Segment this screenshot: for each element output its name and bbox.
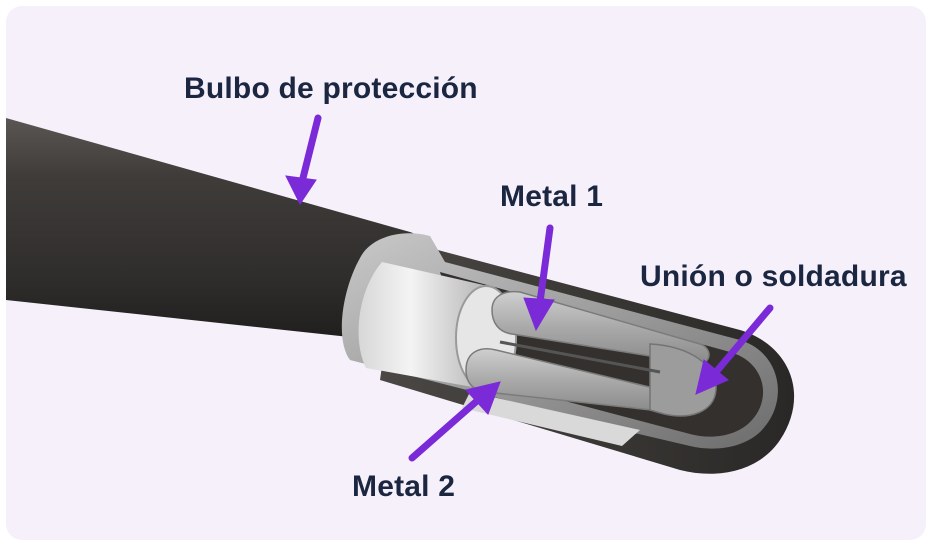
label-metal-1: Metal 1 (500, 180, 604, 213)
label-metal-2: Metal 2 (352, 470, 456, 503)
arrow-union (695, 304, 774, 395)
insulator-cylinder (358, 262, 488, 388)
label-union-o-soldadura: Unión o soldadura (640, 260, 907, 293)
wire-gap (499, 340, 661, 374)
junction-weld (649, 343, 717, 417)
label-bulbo-de-proteccion: Bulbo de protección (184, 72, 478, 105)
lower-strip (462, 392, 640, 446)
arrow-metal1 (523, 224, 555, 332)
arrow-bulbo (285, 114, 322, 205)
arrow-metal2 (408, 381, 501, 462)
